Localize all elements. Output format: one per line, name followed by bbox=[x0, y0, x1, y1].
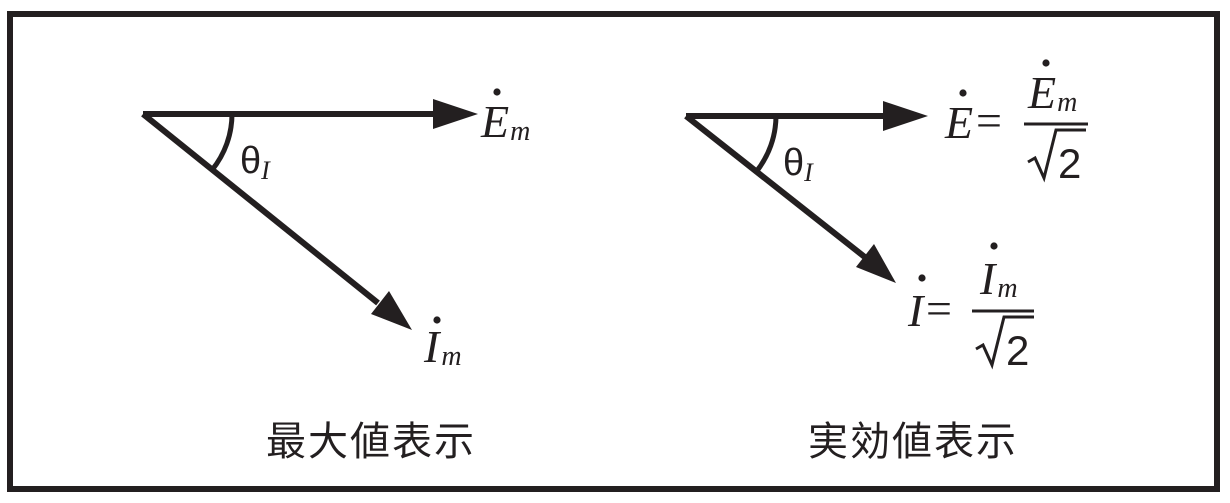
voltage-numerator-dot bbox=[1042, 59, 1050, 67]
current-numerator: Im bbox=[979, 253, 1018, 304]
frame-border bbox=[7, 11, 1220, 492]
voltage-denominator: 2 bbox=[1058, 140, 1081, 187]
right-angle-arc bbox=[754, 115, 779, 174]
right-angle-label: θI bbox=[783, 142, 814, 187]
current-numerator-dot bbox=[990, 242, 998, 250]
voltage-lhs: E bbox=[944, 97, 973, 148]
right-panel: θI E = Em 2 I = Im 2 bbox=[684, 59, 1088, 465]
left-current-arrowhead bbox=[371, 291, 412, 330]
left-voltage-arrowhead bbox=[433, 99, 478, 129]
voltage-numerator: Em bbox=[1027, 67, 1077, 118]
current-equation: I = Im 2 bbox=[907, 242, 1034, 374]
left-angle-arc bbox=[210, 113, 235, 172]
right-current-arrowhead bbox=[856, 244, 896, 283]
left-current-dot bbox=[433, 316, 441, 324]
current-lhs-dot bbox=[918, 274, 926, 282]
right-caption: 実効値表示 bbox=[808, 419, 1018, 465]
current-sqrt-sign bbox=[975, 315, 1034, 370]
left-current-phasor-line bbox=[141, 111, 380, 306]
current-equals: = bbox=[926, 283, 952, 334]
left-angle-label: θI bbox=[240, 140, 271, 185]
left-voltage-dot bbox=[493, 88, 501, 96]
left-panel: θI Em Im 最大値表示 bbox=[141, 88, 530, 465]
right-current-phasor-line bbox=[684, 113, 868, 261]
left-voltage-label: Em bbox=[480, 96, 530, 147]
right-voltage-arrowhead bbox=[883, 101, 928, 131]
left-caption: 最大値表示 bbox=[266, 419, 476, 465]
current-denominator: 2 bbox=[1006, 327, 1029, 374]
voltage-equation: E = Em 2 bbox=[944, 59, 1088, 187]
voltage-sqrt-sign bbox=[1027, 128, 1086, 183]
voltage-lhs-dot bbox=[959, 89, 967, 97]
voltage-equals: = bbox=[976, 95, 1002, 146]
left-current-label: Im bbox=[423, 321, 462, 372]
current-lhs: I bbox=[907, 285, 926, 336]
